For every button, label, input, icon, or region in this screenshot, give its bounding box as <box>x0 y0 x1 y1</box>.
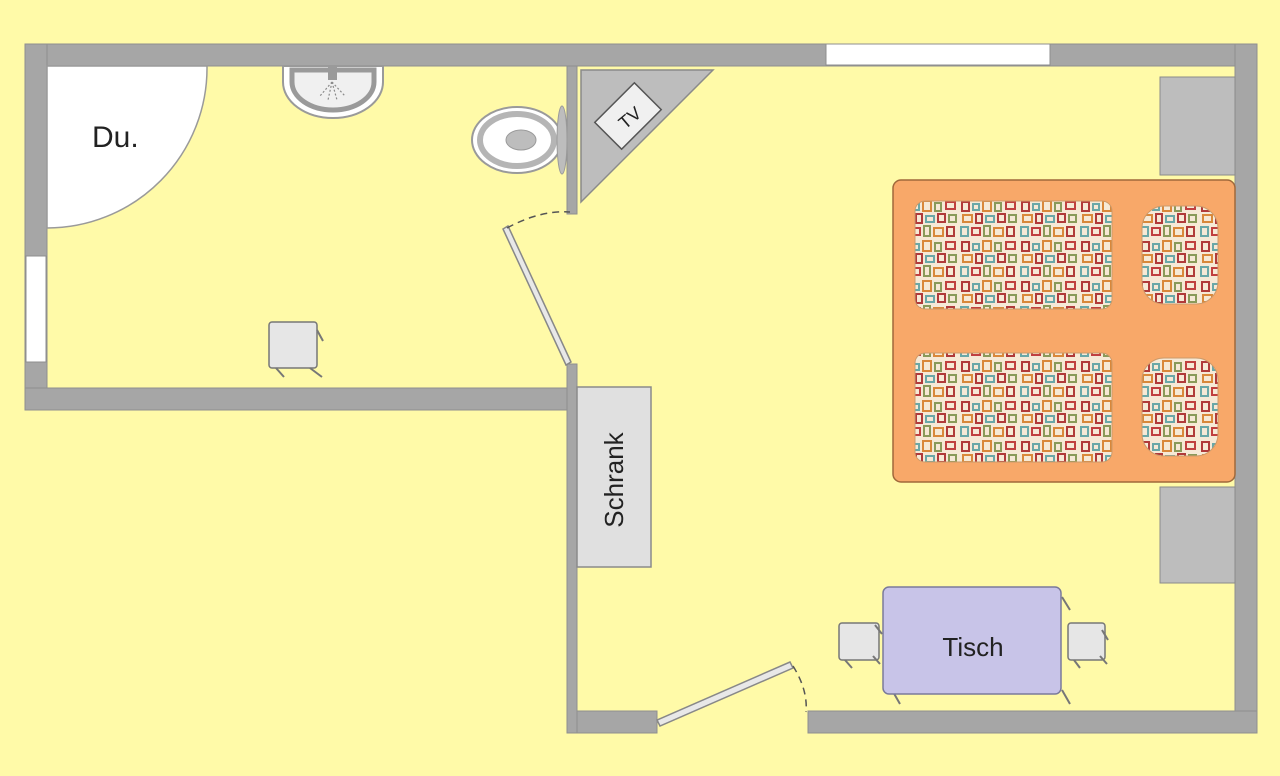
nightstand-top <box>1159 76 1236 176</box>
double-bed <box>892 179 1236 483</box>
window-top <box>825 43 1051 66</box>
chair-left <box>838 622 883 669</box>
blanket-bottom <box>914 352 1113 463</box>
pillow-bottom <box>1141 357 1219 457</box>
shower-label: Du. <box>92 121 139 154</box>
shower-area <box>46 65 208 229</box>
dining-table: Tisch <box>882 586 1071 705</box>
tv-unit: TV <box>580 69 715 204</box>
table-label: Tisch <box>942 632 1003 662</box>
wardrobe: Schrank <box>576 386 652 568</box>
window-left <box>25 255 47 363</box>
blanket-top <box>914 200 1113 310</box>
sink <box>282 65 384 119</box>
pillow-top <box>1141 205 1219 305</box>
bathroom-stool <box>268 321 324 378</box>
entrance-door <box>655 661 807 727</box>
bathroom-door <box>502 211 572 367</box>
wardrobe-label: Schrank <box>599 431 629 527</box>
nightstand-bottom <box>1159 486 1236 584</box>
chair-right <box>1067 622 1109 669</box>
toilet <box>471 105 568 175</box>
